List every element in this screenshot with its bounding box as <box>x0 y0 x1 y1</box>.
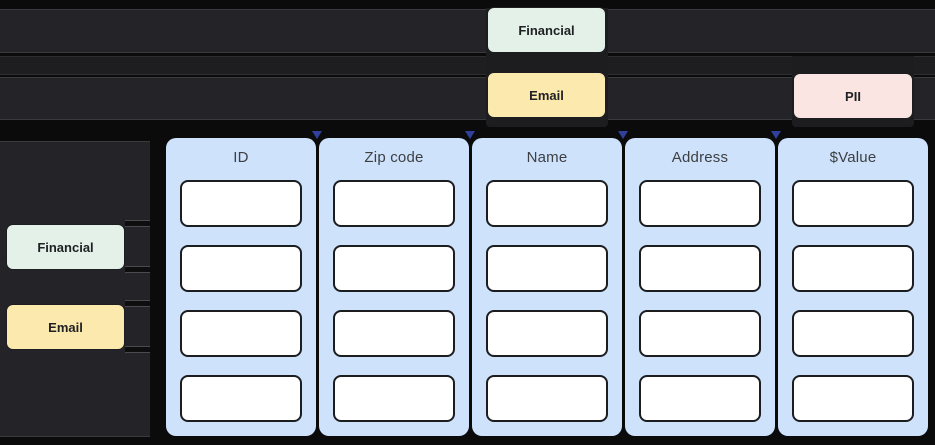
column-separator-pin-icon <box>618 131 628 139</box>
tag-email[interactable]: Email <box>487 72 606 118</box>
table-cell <box>792 180 914 227</box>
taxonomy-row-1 <box>0 9 935 53</box>
column-separator-pin-icon <box>312 131 322 139</box>
column-separator-pin-icon <box>771 131 781 139</box>
table-cell <box>639 310 761 357</box>
table-cell <box>333 245 455 292</box>
column-separator-pin-icon <box>465 131 475 139</box>
sidebar-row-divider <box>125 220 150 227</box>
table-cell <box>333 310 455 357</box>
sidebar-panel <box>0 141 150 437</box>
column-header: Name <box>526 149 568 166</box>
tag-pii[interactable]: PII <box>793 73 913 119</box>
table-cell <box>792 310 914 357</box>
table-cell <box>792 375 914 422</box>
table-cell <box>486 375 608 422</box>
sidebar-row-divider <box>125 300 150 307</box>
table-cell <box>639 180 761 227</box>
sidebar-tag-email-label: Email <box>48 319 83 335</box>
table-cell <box>486 310 608 357</box>
table-column-id: ID <box>166 138 316 436</box>
tag-financial-label: Financial <box>518 22 575 38</box>
column-header: $Value <box>829 149 877 166</box>
table-column-value: $Value <box>778 138 928 436</box>
table-cell <box>639 375 761 422</box>
column-header: Address <box>671 149 729 166</box>
table-cell <box>333 180 455 227</box>
taxonomy-row-3 <box>0 77 935 120</box>
table-cell <box>180 245 302 292</box>
table-cell <box>180 310 302 357</box>
table-cell <box>639 245 761 292</box>
tag-financial[interactable]: Financial <box>487 7 606 53</box>
table-column-name: Name <box>472 138 622 436</box>
table-cell <box>792 245 914 292</box>
sidebar-row-divider <box>125 266 150 273</box>
table-cell <box>333 375 455 422</box>
tag-email-label: Email <box>529 87 564 103</box>
column-header: Zip code <box>364 149 424 166</box>
tag-pii-label: PII <box>845 88 861 104</box>
table-column-zip-code: Zip code <box>319 138 469 436</box>
sidebar-tag-email[interactable]: Email <box>6 304 125 350</box>
taxonomy-row-2 <box>0 56 935 75</box>
table-column-address: Address <box>625 138 775 436</box>
column-header: ID <box>233 149 249 166</box>
table-cell <box>180 180 302 227</box>
sidebar-row-divider <box>125 346 150 353</box>
sidebar-tag-financial[interactable]: Financial <box>6 224 125 270</box>
table-cell <box>486 180 608 227</box>
table-cell <box>486 245 608 292</box>
sidebar-tag-financial-label: Financial <box>37 239 94 255</box>
table-cell <box>180 375 302 422</box>
